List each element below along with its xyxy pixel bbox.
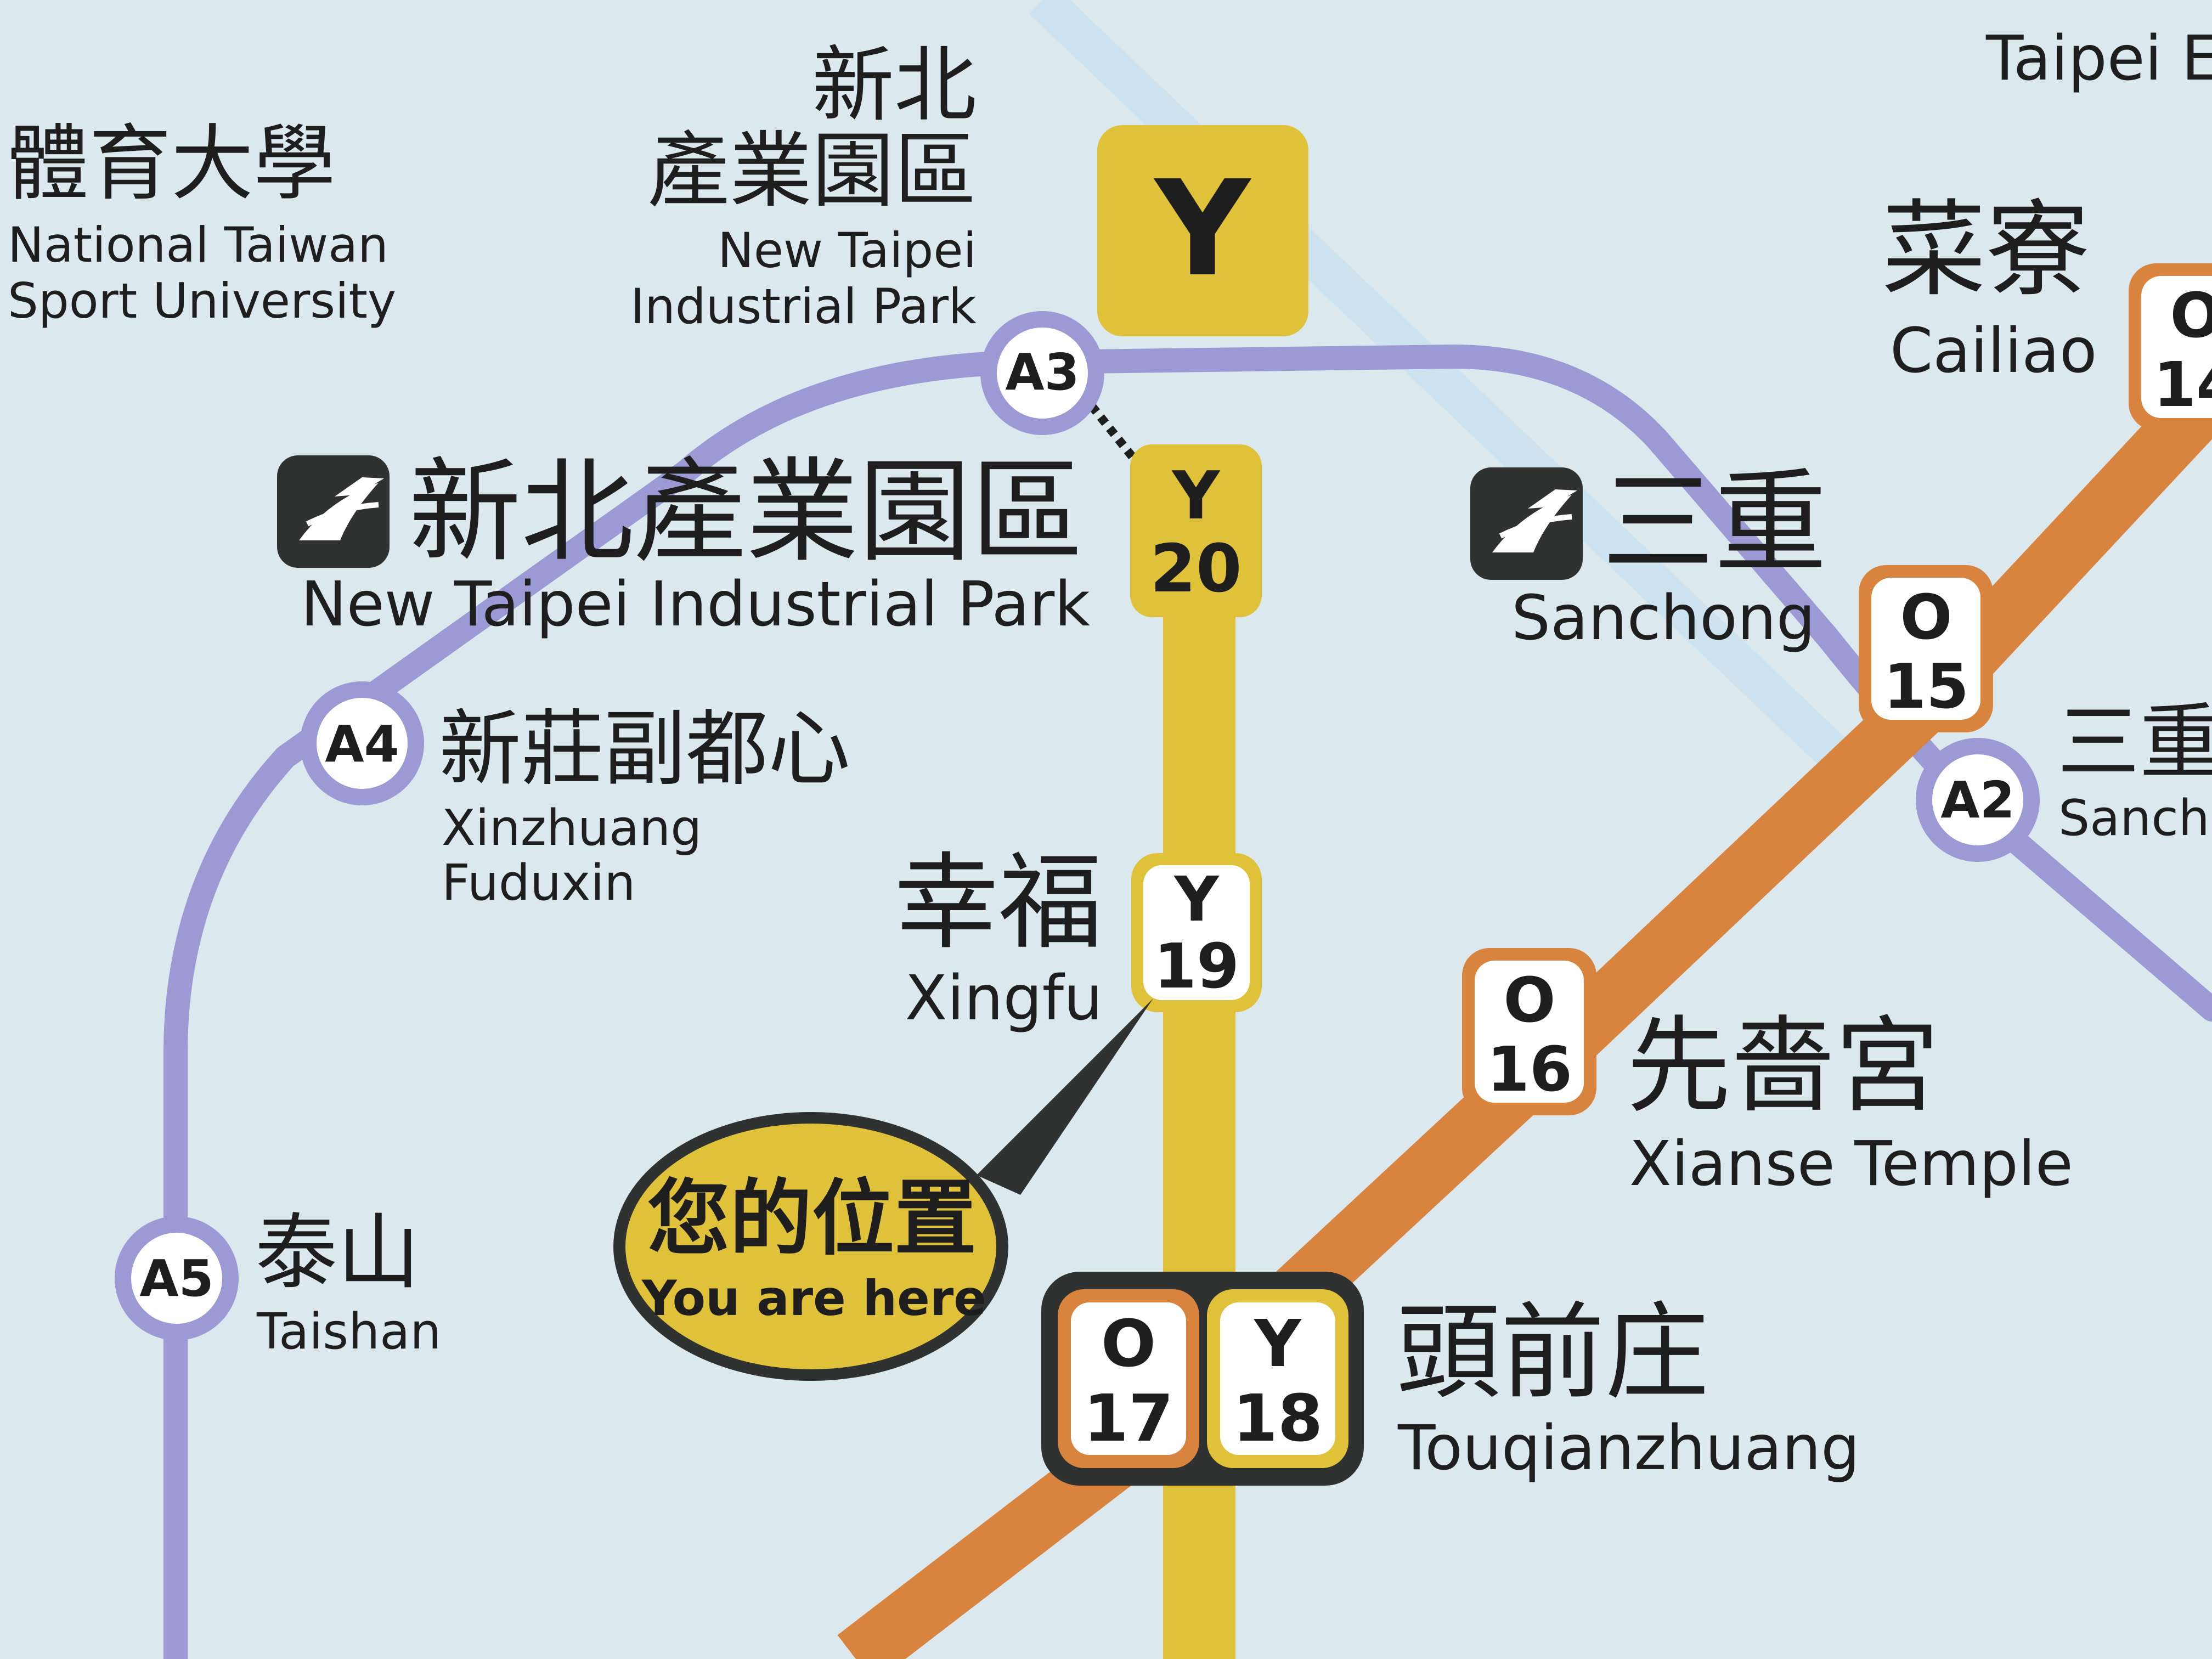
station-o14-number: 14 [2153, 349, 2212, 421]
yellow-line-route [1163, 571, 1235, 1659]
station-o15-number: 15 [1883, 651, 1969, 723]
you-are-here-marker [613, 998, 1153, 1381]
station-a4-en-2: Fuduxin [442, 854, 636, 912]
station-o16-letter: O [1503, 965, 1555, 1036]
station-y19-zh: 幸福 [894, 842, 1103, 963]
yellow-line-badge: Y [1097, 125, 1308, 336]
station-y19-letter: Y [1173, 864, 1220, 935]
station-o16-en: Xianse Temple [1629, 1128, 2073, 1200]
station-y18-letter: Y [1253, 1306, 1302, 1381]
station-a2-code: A2 [1940, 771, 2015, 830]
station-a5-zh: 泰山 [255, 1205, 420, 1301]
station-a2-zh: 三重 [2057, 695, 2212, 791]
sport-univ-en-1: National Taiwan [8, 217, 388, 273]
station-o16[interactable]: O 16 [1462, 948, 1596, 1115]
station-a5[interactable]: A5 [115, 1216, 239, 1340]
station-o14-letter: O [2170, 280, 2212, 352]
you-are-here-zh: 您的位置 [647, 1171, 977, 1267]
airport-plane-icon [1470, 467, 1583, 580]
station-a3-code: A3 [1005, 343, 1079, 402]
station-o17-letter: O [1101, 1306, 1156, 1381]
yellow-line-badge-text: Y [1153, 152, 1252, 306]
station-a4-en-1: Xinzhuang [442, 799, 702, 857]
station-a5-en: Taishan [257, 1303, 442, 1361]
nt-ind-big-en: New Taipei Industrial Park [301, 569, 1091, 640]
station-o15[interactable]: O 15 [1859, 565, 1993, 732]
station-o15-letter: O [1900, 582, 1952, 653]
station-o14[interactable]: O 14 [2129, 263, 2212, 431]
cailiao-zh: 菜寮 [1882, 189, 2091, 311]
station-a2-en: Sanch [2058, 789, 2210, 847]
sanchong-big-en: Sanchong [1511, 583, 1815, 654]
station-y20-number: 20 [1150, 531, 1242, 607]
station-y19-en: Xingfu [905, 963, 1103, 1034]
sport-univ-zh: 體育大學 [7, 116, 336, 212]
station-y19[interactable]: Y 19 [1131, 853, 1262, 1012]
station-y19-number: 19 [1154, 931, 1239, 1002]
station-a4-code: A4 [325, 715, 399, 774]
nt-ind-top-en-2: Industrial Park [630, 278, 977, 335]
sport-univ-en-2: Sport University [8, 273, 397, 329]
airport-plane-icon [277, 455, 390, 568]
station-y18-number: 18 [1233, 1380, 1323, 1456]
you-are-here-en: You are here [642, 1270, 986, 1327]
cailiao-en: Cailiao [1890, 315, 2097, 387]
station-y20-letter: Y [1171, 458, 1221, 534]
station-transfer-o17-y18[interactable]: O 17 Y 18 [1041, 1272, 1364, 1486]
nt-ind-big-zh: 新北產業園區 [409, 447, 1084, 578]
taipei-top-en: Taipei E [1986, 23, 2212, 94]
station-a2[interactable]: A2 [1916, 738, 2040, 862]
station-a5-code: A5 [139, 1249, 213, 1308]
station-o16-number: 16 [1487, 1034, 1572, 1105]
station-a3[interactable]: A3 [980, 311, 1104, 435]
station-y20[interactable]: Y 20 [1130, 444, 1262, 617]
station-a4[interactable]: A4 [300, 681, 424, 805]
nt-ind-top-zh-2: 產業園區 [647, 123, 977, 219]
sanchong-big-zh: 三重 [1602, 458, 1827, 589]
nt-ind-top-zh-1: 新北 [811, 38, 977, 133]
nt-ind-top-en-1: New Taipei [718, 222, 977, 279]
station-a4-zh: 新莊副都心 [439, 702, 851, 797]
station-o17-number: 17 [1084, 1380, 1173, 1456]
station-o16-zh: 先嗇宮 [1627, 1006, 1940, 1127]
transfer-connector [1088, 403, 1139, 464]
touqianzhuang-zh: 頭前庄 [1396, 1292, 1709, 1413]
touqianzhuang-en: Touqianzhuang [1398, 1413, 1860, 1484]
